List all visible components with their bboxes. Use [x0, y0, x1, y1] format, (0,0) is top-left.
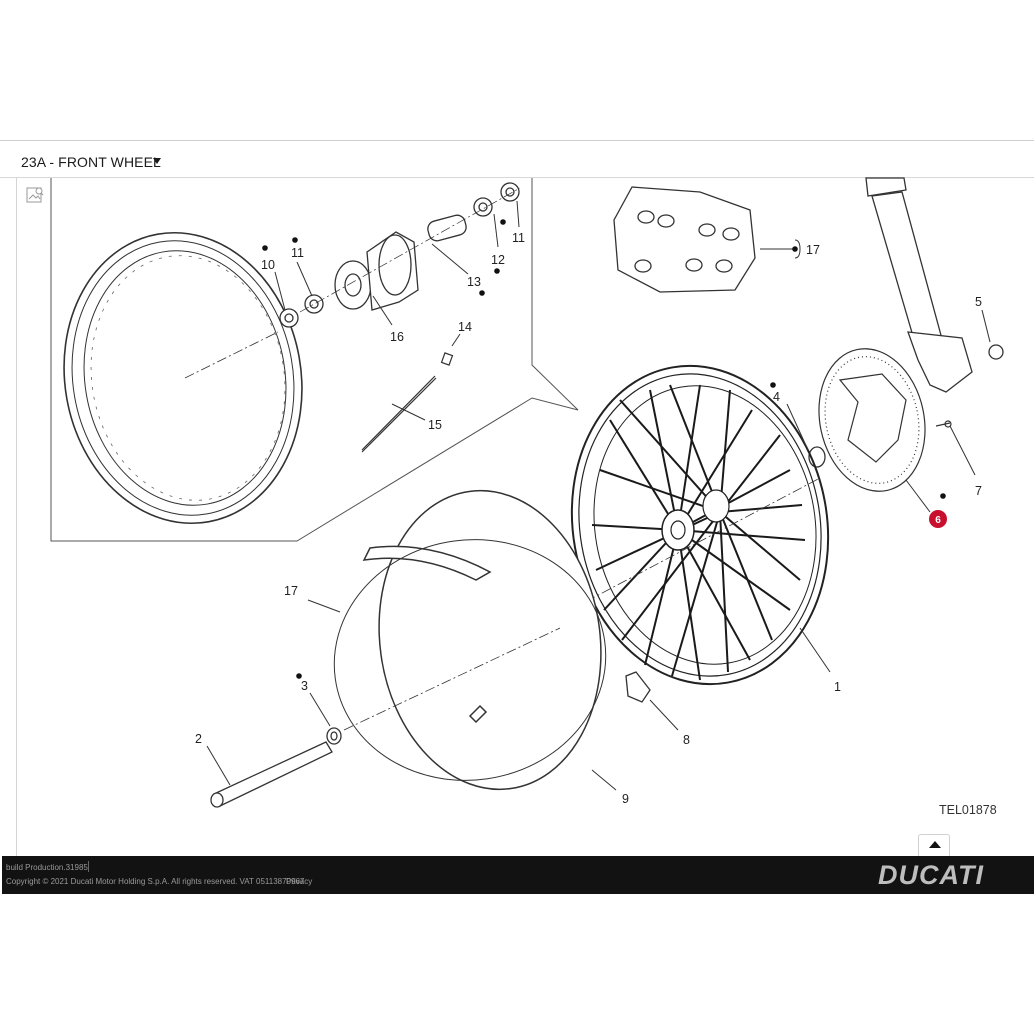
ducati-logo: DUCATI — [878, 860, 984, 890]
drawing-reference: TEL01878 — [939, 803, 997, 817]
footer-divider — [88, 861, 89, 872]
hub-drawing — [279, 182, 521, 328]
inset-frame — [50, 178, 579, 542]
brake-disc-drawing — [818, 348, 952, 492]
callout-3[interactable]: 3 — [301, 679, 308, 693]
callout-11-right[interactable]: 12 — [491, 253, 505, 267]
section-title: 23A - FRONT WHEEL — [21, 154, 161, 170]
callout-5[interactable]: 5 — [975, 295, 982, 309]
callout-10-right[interactable]: 11 — [512, 231, 525, 245]
spoke-drawing — [361, 352, 454, 453]
privacy-link[interactable]: Privacy — [286, 877, 313, 886]
valve-drawing — [625, 671, 651, 703]
caret-down-icon[interactable] — [153, 158, 161, 164]
callout-9[interactable]: 9 — [622, 792, 629, 806]
fork-drawing — [865, 177, 1004, 393]
axle-drawing — [210, 727, 342, 808]
exploded-diagram — [16, 178, 1034, 858]
callout-1[interactable]: 1 — [834, 680, 841, 694]
callout-2[interactable]: 2 — [195, 732, 202, 746]
callout-12[interactable]: 13 — [467, 275, 481, 289]
build-version: build Production.31985 — [6, 863, 88, 872]
callout-6[interactable]: 6 — [935, 515, 941, 526]
callout-13[interactable]: 14 — [458, 320, 472, 334]
rim-drawing — [63, 231, 303, 525]
callout-16[interactable]: 17 — [806, 243, 820, 257]
tire-drawing — [333, 489, 607, 791]
bullet-dots — [262, 219, 946, 679]
scroll-top-button[interactable] — [918, 834, 950, 858]
section-header: 23A - FRONT WHEEL — [0, 140, 1034, 178]
zoom-image-icon[interactable] — [25, 186, 45, 206]
callout-14[interactable]: 15 — [428, 418, 442, 432]
callout-11-left[interactable]: 11 — [291, 246, 304, 260]
inset-frame-right — [531, 178, 579, 411]
callout-7[interactable]: 7 — [975, 484, 982, 498]
brake-pads-drawing — [613, 186, 756, 293]
callout-6-highlight[interactable]: 6 — [929, 510, 947, 528]
wheel-drawing — [569, 364, 830, 686]
callout-17[interactable]: 17 — [284, 584, 298, 598]
scroll-top-icon — [929, 841, 941, 848]
copyright-text: Copyright © 2021 Ducati Motor Holding S.… — [6, 877, 305, 886]
footer: build Production.31985 Copyright © 2021 … — [2, 856, 1034, 894]
callout-15[interactable]: 16 — [390, 330, 404, 344]
callout-10-left[interactable]: 10 — [261, 258, 275, 272]
callout-4[interactable]: 4 — [773, 390, 780, 404]
leader-lines — [206, 200, 991, 791]
callout-8[interactable]: 8 — [683, 733, 690, 747]
